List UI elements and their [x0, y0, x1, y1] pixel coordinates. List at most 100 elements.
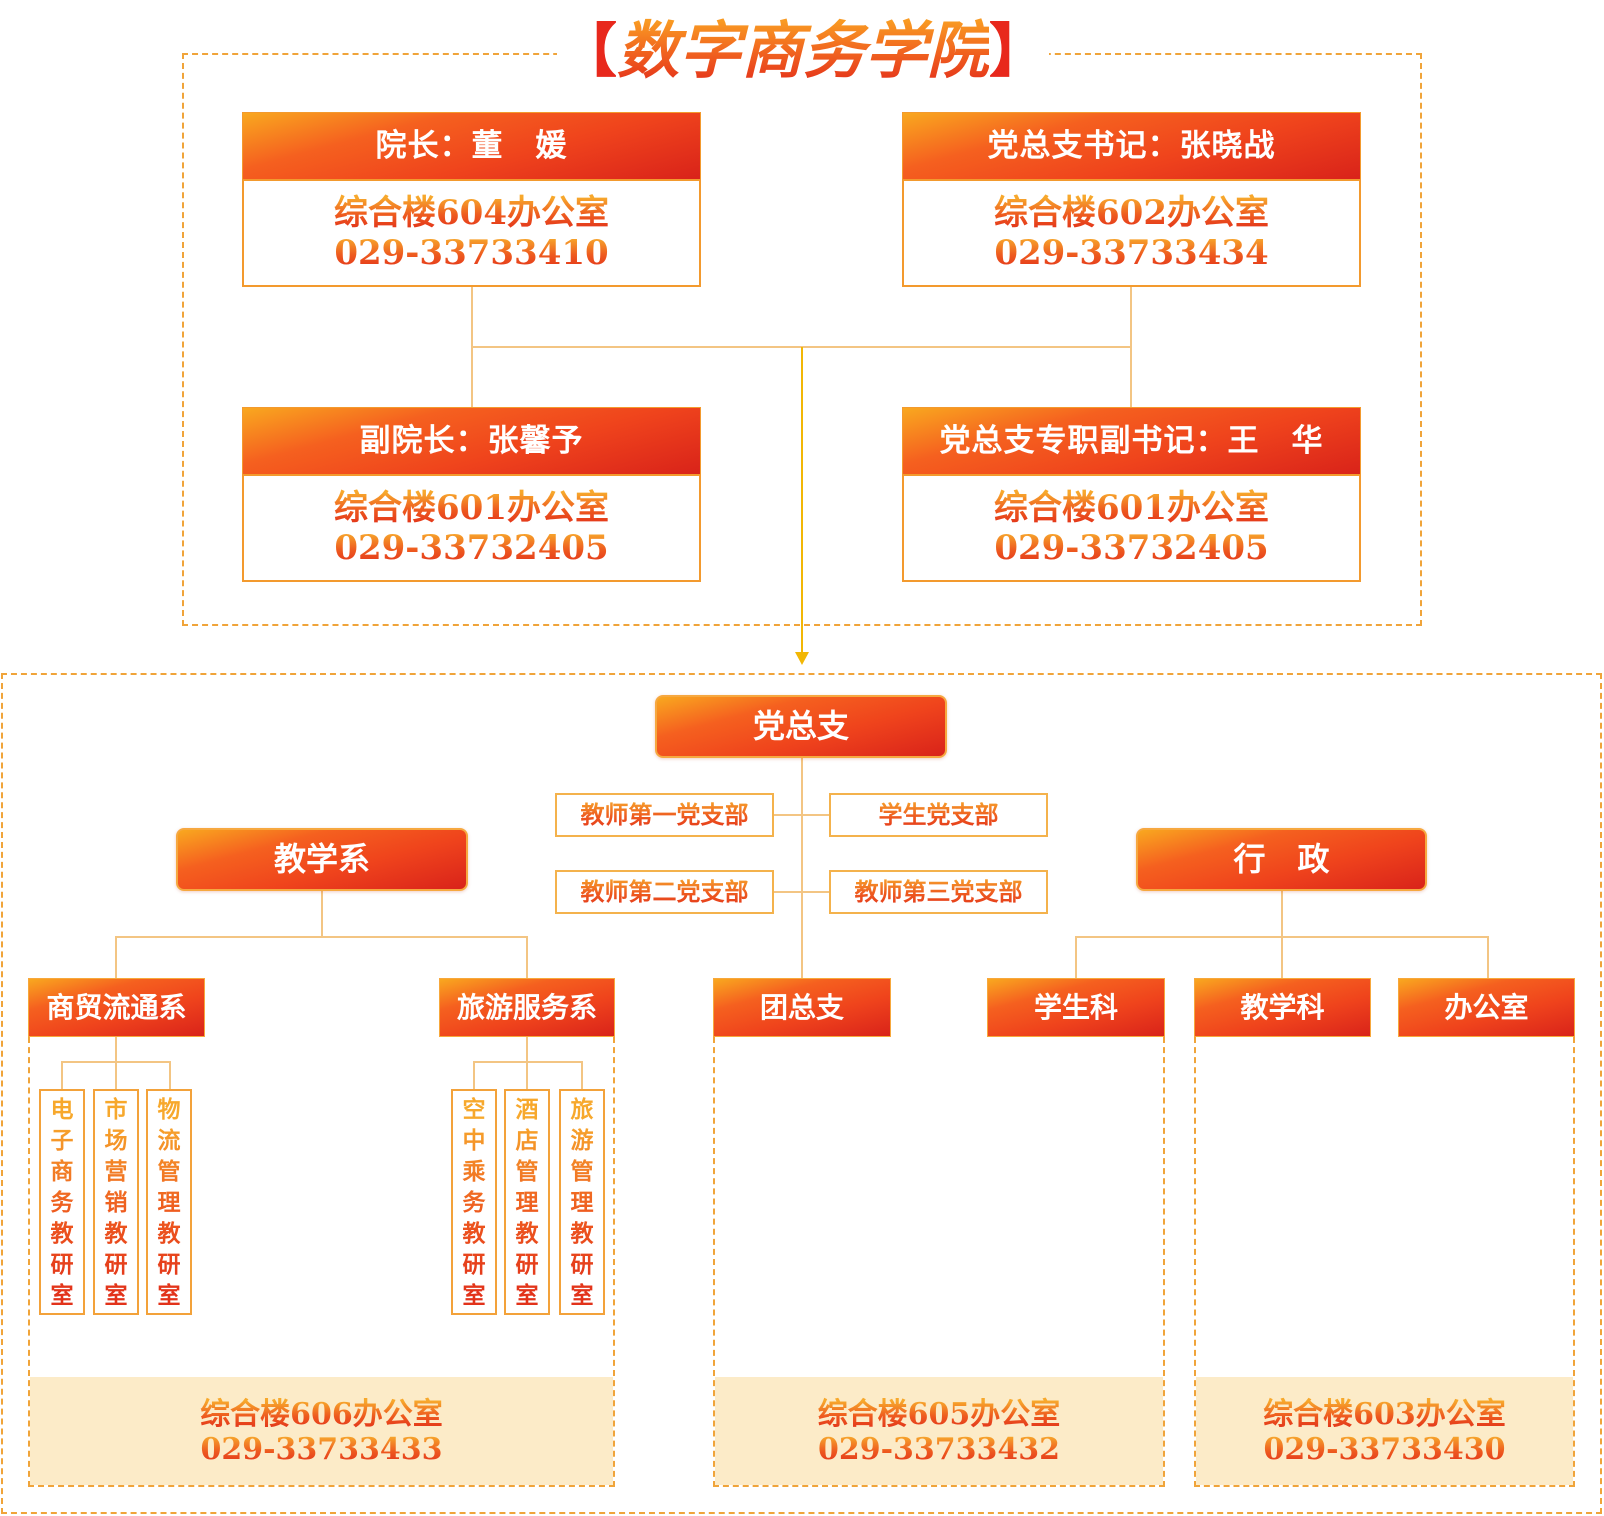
admin-office-line: 综合楼603办公室	[1196, 1397, 1573, 1432]
research-room-flight-attendant: 空中乘务教研室	[451, 1089, 497, 1315]
connector-teaching-dept-2	[526, 937, 528, 978]
admin-office: 综合楼603办公室	[1263, 1397, 1506, 1432]
secretary-card: 党总支书记：张晓战 综合楼602办公室 029-33733434	[902, 112, 1361, 287]
dean-card: 院长：董 媛 综合楼604办公室 029-33733410	[242, 112, 701, 287]
secretary-phone-line: 029-33733434	[904, 233, 1359, 273]
organization-frame	[1, 673, 1602, 1514]
teaching-office: 综合楼606办公室	[200, 1397, 443, 1432]
deputy-secretary-role: 党总支专职副书记：王 华	[902, 407, 1361, 474]
secretary-role: 党总支书记：张晓战	[902, 112, 1361, 179]
connector-commerce-room-3	[169, 1062, 171, 1089]
research-room-hotel-management: 酒店管理教研室	[504, 1089, 550, 1315]
party-branch-label: 教师第三党支部	[855, 872, 1023, 911]
research-room-marketing: 市场营销教研室	[93, 1089, 139, 1315]
connector-teaching-dept-1	[115, 937, 117, 978]
research-room-label: 旅游管理教研室	[570, 1096, 594, 1309]
teaching-office-line: 综合楼606办公室	[30, 1397, 613, 1432]
party-branch-label: 教师第一党支部	[581, 795, 749, 834]
connector-teaching-down	[321, 891, 323, 937]
teaching-office-footer: 综合楼606办公室 029-33733433	[30, 1377, 613, 1485]
teaching-phone: 029-33733433	[200, 1432, 443, 1467]
vice-dean-phone-line: 029-33732405	[244, 528, 699, 568]
connector-admin-section-2	[1281, 937, 1283, 978]
connector-teaching-horizontal	[115, 936, 528, 938]
youth-league-office-line: 综合楼605办公室	[715, 1397, 1163, 1432]
youth-league-header: 团总支	[713, 978, 891, 1037]
youth-league-office-footer: 综合楼605办公室 029-33733432	[715, 1377, 1163, 1485]
youth-league-panel: 综合楼605办公室 029-33733432	[713, 1037, 1165, 1487]
party-branch-teacher-2: 教师第二党支部	[555, 870, 774, 914]
deputy-secretary-contact: 综合楼601办公室 029-33732405	[902, 474, 1361, 582]
deputy-secretary-phone: 029-33732405	[994, 528, 1269, 568]
dean-phone-line: 029-33733410	[244, 233, 699, 273]
connector-party-youth-league	[801, 758, 803, 978]
teaching-box: 教学系	[176, 828, 468, 891]
party-branch-label: 教师第二党支部	[581, 872, 749, 911]
dept-tourism-service: 旅游服务系	[439, 978, 615, 1037]
connector-admin-down	[1281, 891, 1283, 937]
teaching-phone-line: 029-33733433	[30, 1432, 613, 1467]
vice-dean-office-line: 综合楼601办公室	[244, 488, 699, 528]
party-branch-teacher-3: 教师第三党支部	[829, 870, 1048, 914]
connector-commerce-down	[115, 1037, 117, 1062]
connector-tourism-room-1	[473, 1062, 475, 1089]
party-branch-label: 学生党支部	[879, 795, 999, 834]
connector-tourism-room-2	[526, 1062, 528, 1089]
admin-phone: 029-33733430	[1263, 1432, 1506, 1467]
connector-tourism-down	[526, 1037, 528, 1062]
admin-office-footer: 综合楼603办公室 029-33733430	[1196, 1377, 1573, 1485]
connector-tourism-room-3	[581, 1062, 583, 1089]
party-committee-box: 党总支	[655, 695, 947, 758]
youth-league-office: 综合楼605办公室	[817, 1397, 1061, 1432]
research-room-tourism-management: 旅游管理教研室	[559, 1089, 605, 1315]
party-branch-teacher-1: 教师第一党支部	[555, 793, 774, 837]
dean-phone: 029-33733410	[334, 233, 609, 273]
administration-box: 行 政	[1136, 828, 1427, 891]
vice-dean-contact: 综合楼601办公室 029-33732405	[242, 474, 701, 582]
research-room-label: 空中乘务教研室	[462, 1096, 486, 1309]
secretary-office: 综合楼602办公室	[994, 193, 1269, 233]
research-room-e-commerce: 电子商务教研室	[39, 1089, 85, 1315]
research-room-label: 酒店管理教研室	[515, 1096, 539, 1309]
connector-commerce-room-2	[115, 1062, 117, 1089]
deputy-secretary-office-line: 综合楼601办公室	[904, 488, 1359, 528]
research-room-label: 物流管理教研室	[157, 1096, 181, 1309]
dean-contact: 综合楼604办公室 029-33733410	[242, 179, 701, 287]
deputy-secretary-phone-line: 029-33732405	[904, 528, 1359, 568]
connector-branch-row-1	[774, 814, 829, 816]
vice-dean-card: 副院长：张馨予 综合楼601办公室 029-33732405	[242, 407, 701, 582]
dean-office-line: 综合楼604办公室	[244, 193, 699, 233]
admin-section-office: 办公室	[1398, 978, 1575, 1037]
dean-role: 院长：董 媛	[242, 112, 701, 179]
youth-league-phone-line: 029-33733432	[715, 1432, 1163, 1467]
title-left-bracket: 【	[558, 17, 617, 85]
deputy-secretary-office: 综合楼601办公室	[994, 488, 1269, 528]
arrow-shaft	[801, 347, 803, 653]
vice-dean-role: 副院长：张馨予	[242, 407, 701, 474]
admin-phone-line: 029-33733430	[1196, 1432, 1573, 1467]
admin-section-student-affairs: 学生科	[987, 978, 1165, 1037]
dept-commerce-trade: 商贸流通系	[28, 978, 205, 1037]
connector-tourism-horizontal	[473, 1061, 583, 1063]
title-text: 数字商务学院	[616, 14, 989, 87]
secretary-office-line: 综合楼602办公室	[904, 193, 1359, 233]
research-room-label: 电子商务教研室	[50, 1096, 74, 1309]
secretary-phone: 029-33733434	[994, 233, 1269, 273]
title-right-bracket: 】	[989, 17, 1048, 85]
vice-dean-phone: 029-33732405	[334, 528, 609, 568]
vice-dean-office: 综合楼601办公室	[334, 488, 609, 528]
secretary-contact: 综合楼602办公室 029-33733434	[902, 179, 1361, 287]
deputy-secretary-card: 党总支专职副书记：王 华 综合楼601办公室 029-33732405	[902, 407, 1361, 582]
arrow-down-icon	[795, 652, 809, 665]
admin-section-academic-affairs: 教学科	[1194, 978, 1371, 1037]
connector-admin-section-3	[1487, 937, 1489, 978]
connector-branch-row-2	[774, 891, 829, 893]
party-branch-student: 学生党支部	[829, 793, 1048, 837]
connector-admin-section-1	[1075, 937, 1077, 978]
dean-office: 综合楼604办公室	[334, 193, 609, 233]
page-title: 【数字商务学院】	[557, 14, 1049, 88]
connector-commerce-room-1	[61, 1062, 63, 1089]
youth-league-phone: 029-33733432	[817, 1432, 1061, 1467]
admin-panel: 综合楼603办公室 029-33733430	[1194, 1037, 1575, 1487]
teaching-panel: 综合楼606办公室 029-33733433	[28, 1037, 615, 1487]
